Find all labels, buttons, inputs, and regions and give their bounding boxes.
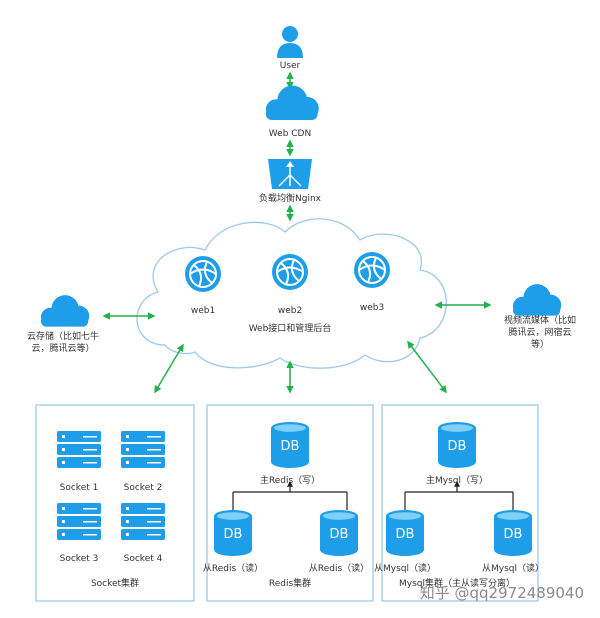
cdn-label: Web CDN: [269, 129, 311, 139]
storage-label-line2: 云，腾讯云等）: [31, 342, 94, 354]
mysql-master-label: 主Mysql（写）: [426, 474, 488, 486]
redis-slave1-db-text: DB: [224, 527, 243, 542]
storage-cloud-icon: [40, 295, 90, 327]
user-icon: [277, 26, 303, 58]
mysql-slave1-label: 从Mysql（读）: [374, 562, 436, 574]
socket3-server-icon: [57, 503, 101, 540]
web3-icon: [353, 251, 391, 289]
socket-cluster-frame: [35, 404, 195, 602]
web2-icon: [271, 253, 309, 291]
backend-label: Web接口和管理后台: [249, 322, 332, 334]
lb-label: 负载均衡Nginx: [259, 192, 322, 204]
socket-cluster-title: Socket集群: [91, 577, 139, 589]
socket-arrow: [154, 343, 184, 394]
web2-label: web2: [278, 306, 302, 316]
mysql-slave2-db-text: DB: [504, 527, 523, 542]
web3-label: web3: [360, 303, 384, 313]
redis-master-db-text: DB: [281, 439, 300, 454]
socket2-server-icon: [121, 431, 165, 468]
mysql-slave1-db-text: DB: [396, 527, 415, 542]
storage-label-line1: 云存储（比如七牛: [27, 330, 99, 342]
socket2-label: Socket 2: [124, 483, 163, 493]
redis-master-label: 主Redis（写）: [260, 474, 320, 486]
user-label: User: [280, 61, 301, 71]
web1-icon: [184, 255, 222, 293]
video-label-line3: 等）: [531, 338, 549, 350]
redis-slave2-db-text: DB: [330, 527, 349, 542]
video-cloud-icon: [512, 284, 562, 316]
load-balancer-icon: [268, 159, 312, 189]
mysql-slave2-label: 从Mysql（读）: [482, 562, 544, 574]
redis-cluster-frame: [206, 404, 374, 602]
mysql-cluster-frame: [381, 404, 539, 602]
redis-slave1-label: 从Redis（读）: [203, 562, 263, 574]
redis-tree-lines: [232, 480, 348, 510]
socket4-label: Socket 4: [124, 554, 163, 564]
mysql-cluster-title: Mysql集群（主从读写分离）: [399, 577, 515, 589]
socket3-label: Socket 3: [60, 554, 99, 564]
redis-slave2-label: 从Redis（读）: [309, 562, 369, 574]
mysql-arrow: [407, 340, 447, 394]
mysql-master-db-text: DB: [448, 439, 467, 454]
video-label-line2: 腾讯云，网宿云: [508, 326, 571, 338]
web1-label: web1: [191, 306, 215, 316]
redis-cluster-title: Redis集群: [269, 577, 311, 589]
socket1-server-icon: [57, 431, 101, 468]
video-label-line1: 视频流媒体（比如: [504, 314, 576, 326]
mysql-tree-lines: [404, 480, 514, 510]
socket4-server-icon: [121, 503, 165, 540]
cdn-cloud-icon: [265, 85, 319, 120]
watermark: 知乎 @qq2972489040: [420, 584, 584, 602]
socket1-label: Socket 1: [60, 483, 99, 493]
